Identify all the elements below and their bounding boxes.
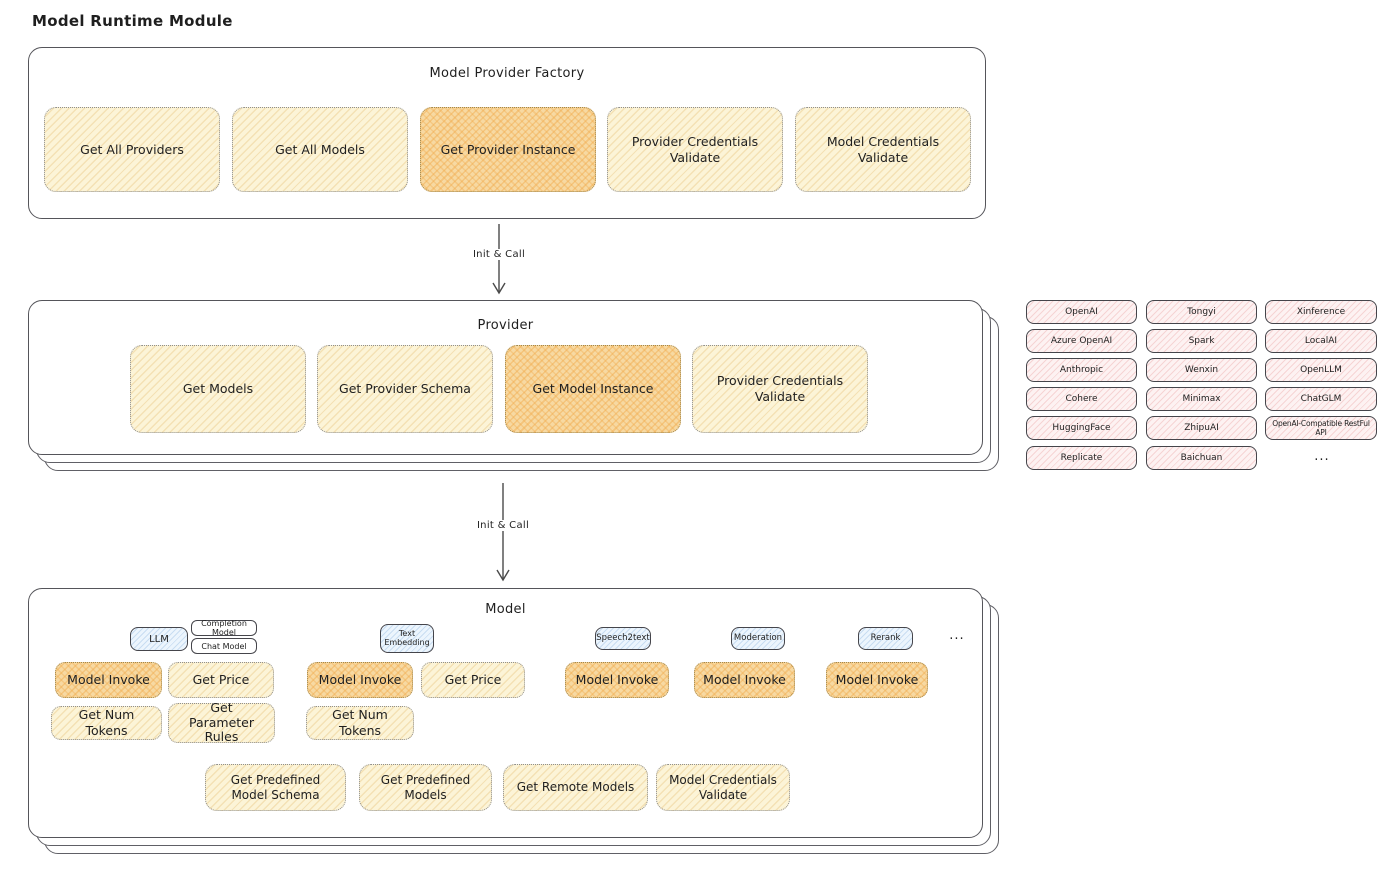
- provider-chip-openai: OpenAI: [1026, 300, 1137, 324]
- fn-text-embedding-model-invoke: Model Invoke: [307, 662, 413, 698]
- provider-chip-openllm: OpenLLM: [1265, 358, 1377, 382]
- tabs-ellipsis: ...: [949, 628, 965, 643]
- tab-moderation: Moderation: [731, 627, 785, 650]
- factory-box-model-credentials-validate: Model Credentials Validate: [795, 107, 971, 192]
- provider-chip-openai-compatible: OpenAI-Compatible RestFul API: [1265, 416, 1377, 440]
- fn-llm-model-invoke: Model Invoke: [55, 662, 162, 698]
- provider-chip-wenxin: Wenxin: [1146, 358, 1257, 382]
- provider-chip-azure-openai: Azure OpenAI: [1026, 329, 1137, 353]
- provider-chip-minimax: Minimax: [1146, 387, 1257, 411]
- provider-title: Provider: [477, 318, 534, 333]
- tab-completion-model: Completion Model: [191, 619, 257, 637]
- provider-chip-cohere: Cohere: [1026, 387, 1137, 411]
- provider-chip-spark: Spark: [1146, 329, 1257, 353]
- factory-box-get-all-providers: Get All Providers: [44, 107, 220, 192]
- provider-chip-anthropic: Anthropic: [1026, 358, 1137, 382]
- fn-get-remote-models: Get Remote Models: [503, 764, 648, 811]
- provider-box-get-provider-schema: Get Provider Schema: [317, 345, 493, 433]
- fn-moderation-model-invoke: Model Invoke: [694, 662, 795, 698]
- tab-text-embedding: Text Embedding: [380, 624, 434, 653]
- page-title: Model Runtime Module: [32, 12, 233, 30]
- init-call-label-top: Init & Call: [468, 249, 530, 260]
- provider-box-get-models: Get Models: [130, 345, 306, 433]
- provider-box-get-model-instance: Get Model Instance: [505, 345, 681, 433]
- provider-box-provider-credentials-validate: Provider Credentials Validate: [692, 345, 868, 433]
- init-call-arrow-bottom-icon: [496, 483, 510, 582]
- fn-llm-get-parameter-rules: Get Parameter Rules: [168, 701, 275, 744]
- fn-get-predefined-models: Get Predefined Models: [359, 764, 492, 811]
- model-title: Model: [485, 602, 526, 617]
- provider-chip-huggingface: HuggingFace: [1026, 416, 1137, 440]
- fn-speech2text-model-invoke: Model Invoke: [565, 662, 669, 698]
- provider-chip-baichuan: Baichuan: [1146, 446, 1257, 470]
- fn-model-credentials-validate: Model Credentials Validate: [656, 764, 790, 811]
- fn-llm-get-price: Get Price: [168, 662, 274, 698]
- init-call-arrow-top-icon: [492, 224, 506, 295]
- factory-title: Model Provider Factory: [429, 66, 585, 81]
- provider-chip-chatglm: ChatGLM: [1265, 387, 1377, 411]
- fn-get-predefined-model-schema: Get Predefined Model Schema: [205, 764, 346, 811]
- provider-chip-localai: LocalAI: [1265, 329, 1377, 353]
- provider-chip-zhipuai: ZhipuAI: [1146, 416, 1257, 440]
- fn-text-embedding-get-price: Get Price: [421, 662, 525, 698]
- fn-text-embedding-get-num-tokens: Get Num Tokens: [306, 706, 414, 740]
- provider-chip-xinference: Xinference: [1265, 300, 1377, 324]
- factory-box-get-all-models: Get All Models: [232, 107, 408, 192]
- provider-chip-tongyi: Tongyi: [1146, 300, 1257, 324]
- fn-llm-get-num-tokens: Get Num Tokens: [51, 706, 162, 740]
- provider-list-ellipsis: ...: [1314, 449, 1330, 464]
- tab-speech2text: Speech2text: [595, 627, 651, 650]
- provider-chip-replicate: Replicate: [1026, 446, 1137, 470]
- factory-box-get-provider-instance: Get Provider Instance: [420, 107, 596, 192]
- tab-rerank: Rerank: [858, 627, 913, 650]
- tab-chat-model: Chat Model: [191, 638, 257, 654]
- init-call-label-bottom: Init & Call: [472, 520, 534, 531]
- factory-box-provider-credentials-validate: Provider Credentials Validate: [607, 107, 783, 192]
- fn-rerank-model-invoke: Model Invoke: [826, 662, 928, 698]
- tab-llm: LLM: [130, 627, 188, 651]
